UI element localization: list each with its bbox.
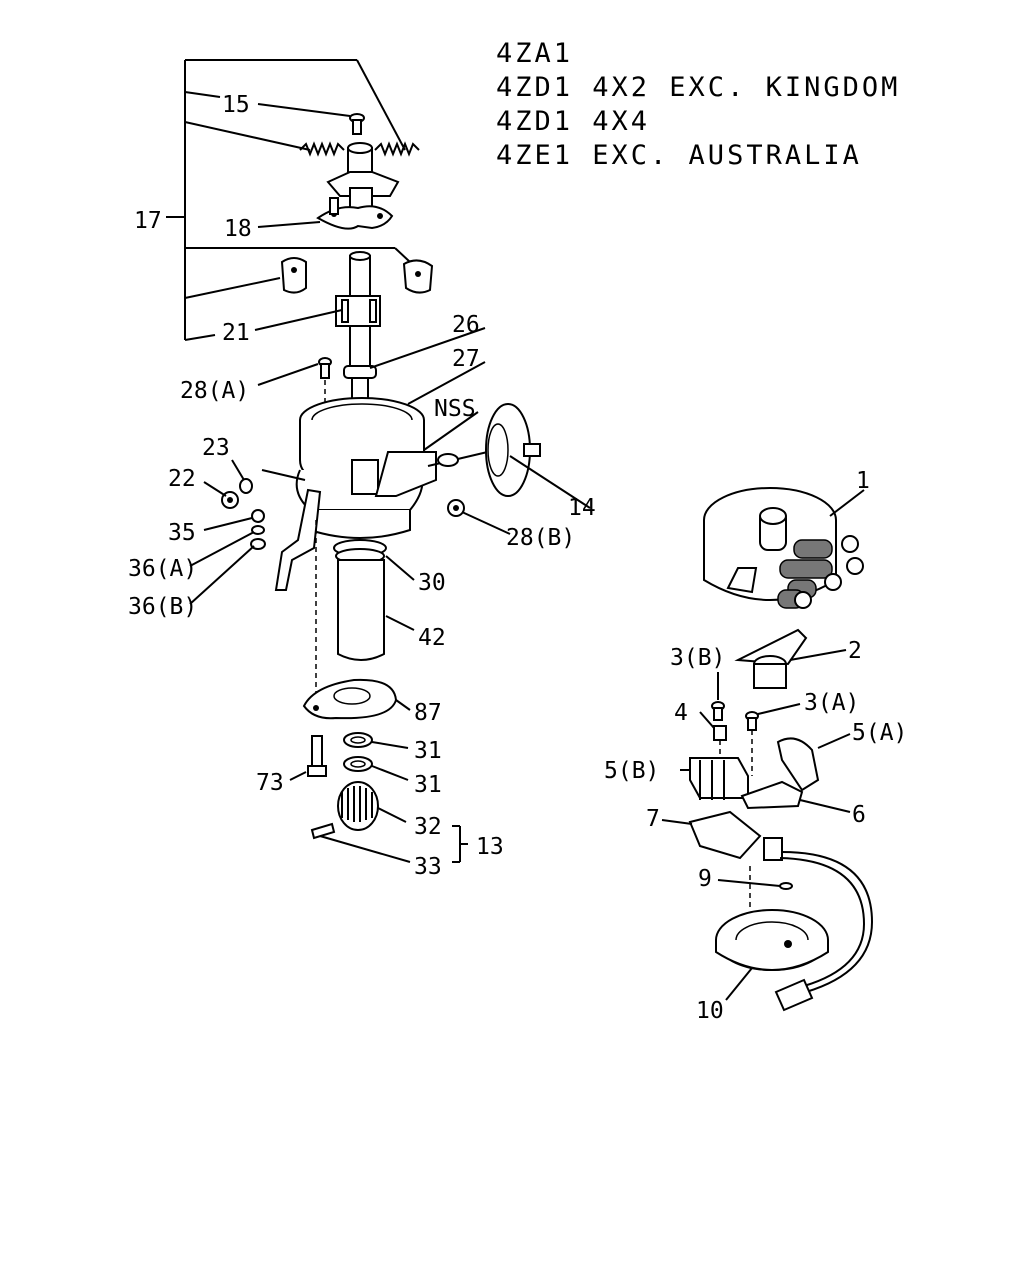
callout-labels: 15 17 18 21 26 27 28(A) NSS 23 22 14 28(… — [128, 92, 907, 1024]
callout-35: 35 — [168, 520, 196, 546]
housing-shank-42 — [337, 559, 385, 661]
screw-28b — [447, 499, 465, 517]
callout-10: 10 — [696, 998, 724, 1024]
spacer-4 — [713, 725, 727, 760]
nut-35 — [251, 509, 265, 523]
callout-33: 33 — [414, 854, 442, 880]
bolt-73 — [307, 735, 327, 777]
model-line-3: 4ZD1 4X4 — [496, 106, 650, 137]
washer-23 — [239, 478, 253, 494]
drive-gear-32 — [337, 781, 379, 831]
callout-17: 17 — [134, 208, 162, 234]
callout-21: 21 — [222, 320, 250, 346]
callout-36a: 36(A) — [128, 556, 197, 582]
callout-15: 15 — [222, 92, 250, 118]
governor-spring-left — [299, 141, 345, 157]
model-line-4: 4ZE1 EXC. AUSTRALIA — [496, 140, 862, 171]
callout-9: 9 — [698, 866, 712, 892]
callout-4: 4 — [674, 700, 688, 726]
callout-3b: 3(B) — [670, 645, 725, 671]
washer-36a — [251, 525, 265, 535]
callout-6: 6 — [852, 802, 866, 828]
bracket-line — [261, 469, 306, 481]
governor-plate-18 — [316, 197, 394, 230]
governor-weight-right — [402, 259, 434, 294]
callout-7: 7 — [646, 806, 660, 832]
governor-spring-right — [374, 141, 420, 157]
bracket-13 — [452, 825, 468, 863]
callout-30: 30 — [418, 570, 446, 596]
model-applicability-list: 4ZA1 4ZD1 4X2 EXC. KINGDOM 4ZD1 4X4 4ZE1… — [496, 38, 900, 171]
callout-87: 87 — [414, 700, 442, 726]
callout-27: 27 — [452, 346, 480, 372]
callout-73: 73 — [256, 770, 284, 796]
screw-3a — [745, 711, 759, 776]
screw-3b — [711, 701, 725, 721]
screw-15 — [349, 113, 365, 135]
callout-26: 26 — [452, 312, 480, 338]
callout-1: 1 — [856, 468, 870, 494]
signal-lead — [774, 851, 874, 1012]
callout-22: 22 — [168, 466, 196, 492]
callout-32: 32 — [414, 814, 442, 840]
washer-9 — [779, 882, 793, 890]
callout-31-lower: 31 — [414, 772, 442, 798]
callout-14: 14 — [568, 495, 596, 521]
thrust-washer-31-upper — [343, 732, 373, 748]
governor-weight-left — [280, 257, 307, 294]
plate-7 — [688, 810, 783, 861]
callout-13: 13 — [476, 834, 504, 860]
callout-42: 42 — [418, 625, 446, 651]
distributor-housing — [295, 397, 437, 539]
governor-group-bracket — [166, 59, 411, 341]
distributor-cap-1 — [703, 487, 864, 609]
callout-18: 18 — [224, 216, 252, 242]
callout-2: 2 — [848, 638, 862, 664]
callout-5b: 5(B) — [604, 758, 659, 784]
leader-lines — [189, 103, 865, 1001]
model-line-2: 4ZD1 4X2 EXC. KINGDOM — [496, 72, 900, 103]
pickup-coil-10 — [715, 909, 829, 971]
model-line-1: 4ZA1 — [496, 38, 573, 69]
callout-3a: 3(A) — [804, 690, 859, 716]
callout-5a: 5(A) — [852, 720, 907, 746]
igniter-5a — [776, 737, 820, 792]
rotor-2 — [734, 628, 808, 689]
governor-cam — [326, 142, 400, 209]
callout-nss: NSS — [434, 396, 476, 422]
roll-pin-33 — [310, 822, 336, 840]
gasket-87 — [302, 678, 398, 720]
distributor-shaft-21 — [335, 251, 381, 327]
vacuum-advance-unit-14 — [427, 403, 541, 497]
igniter-5b — [689, 757, 749, 800]
callout-28a: 28(A) — [180, 378, 249, 404]
callout-36b: 36(B) — [128, 594, 197, 620]
callout-23: 23 — [202, 435, 230, 461]
clamp-arm — [274, 488, 322, 591]
callout-28b: 28(B) — [506, 525, 575, 551]
thrust-washer-31-lower — [343, 756, 373, 772]
washer-36b — [250, 538, 266, 550]
callout-31-upper: 31 — [414, 738, 442, 764]
bracket-6 — [740, 780, 804, 810]
